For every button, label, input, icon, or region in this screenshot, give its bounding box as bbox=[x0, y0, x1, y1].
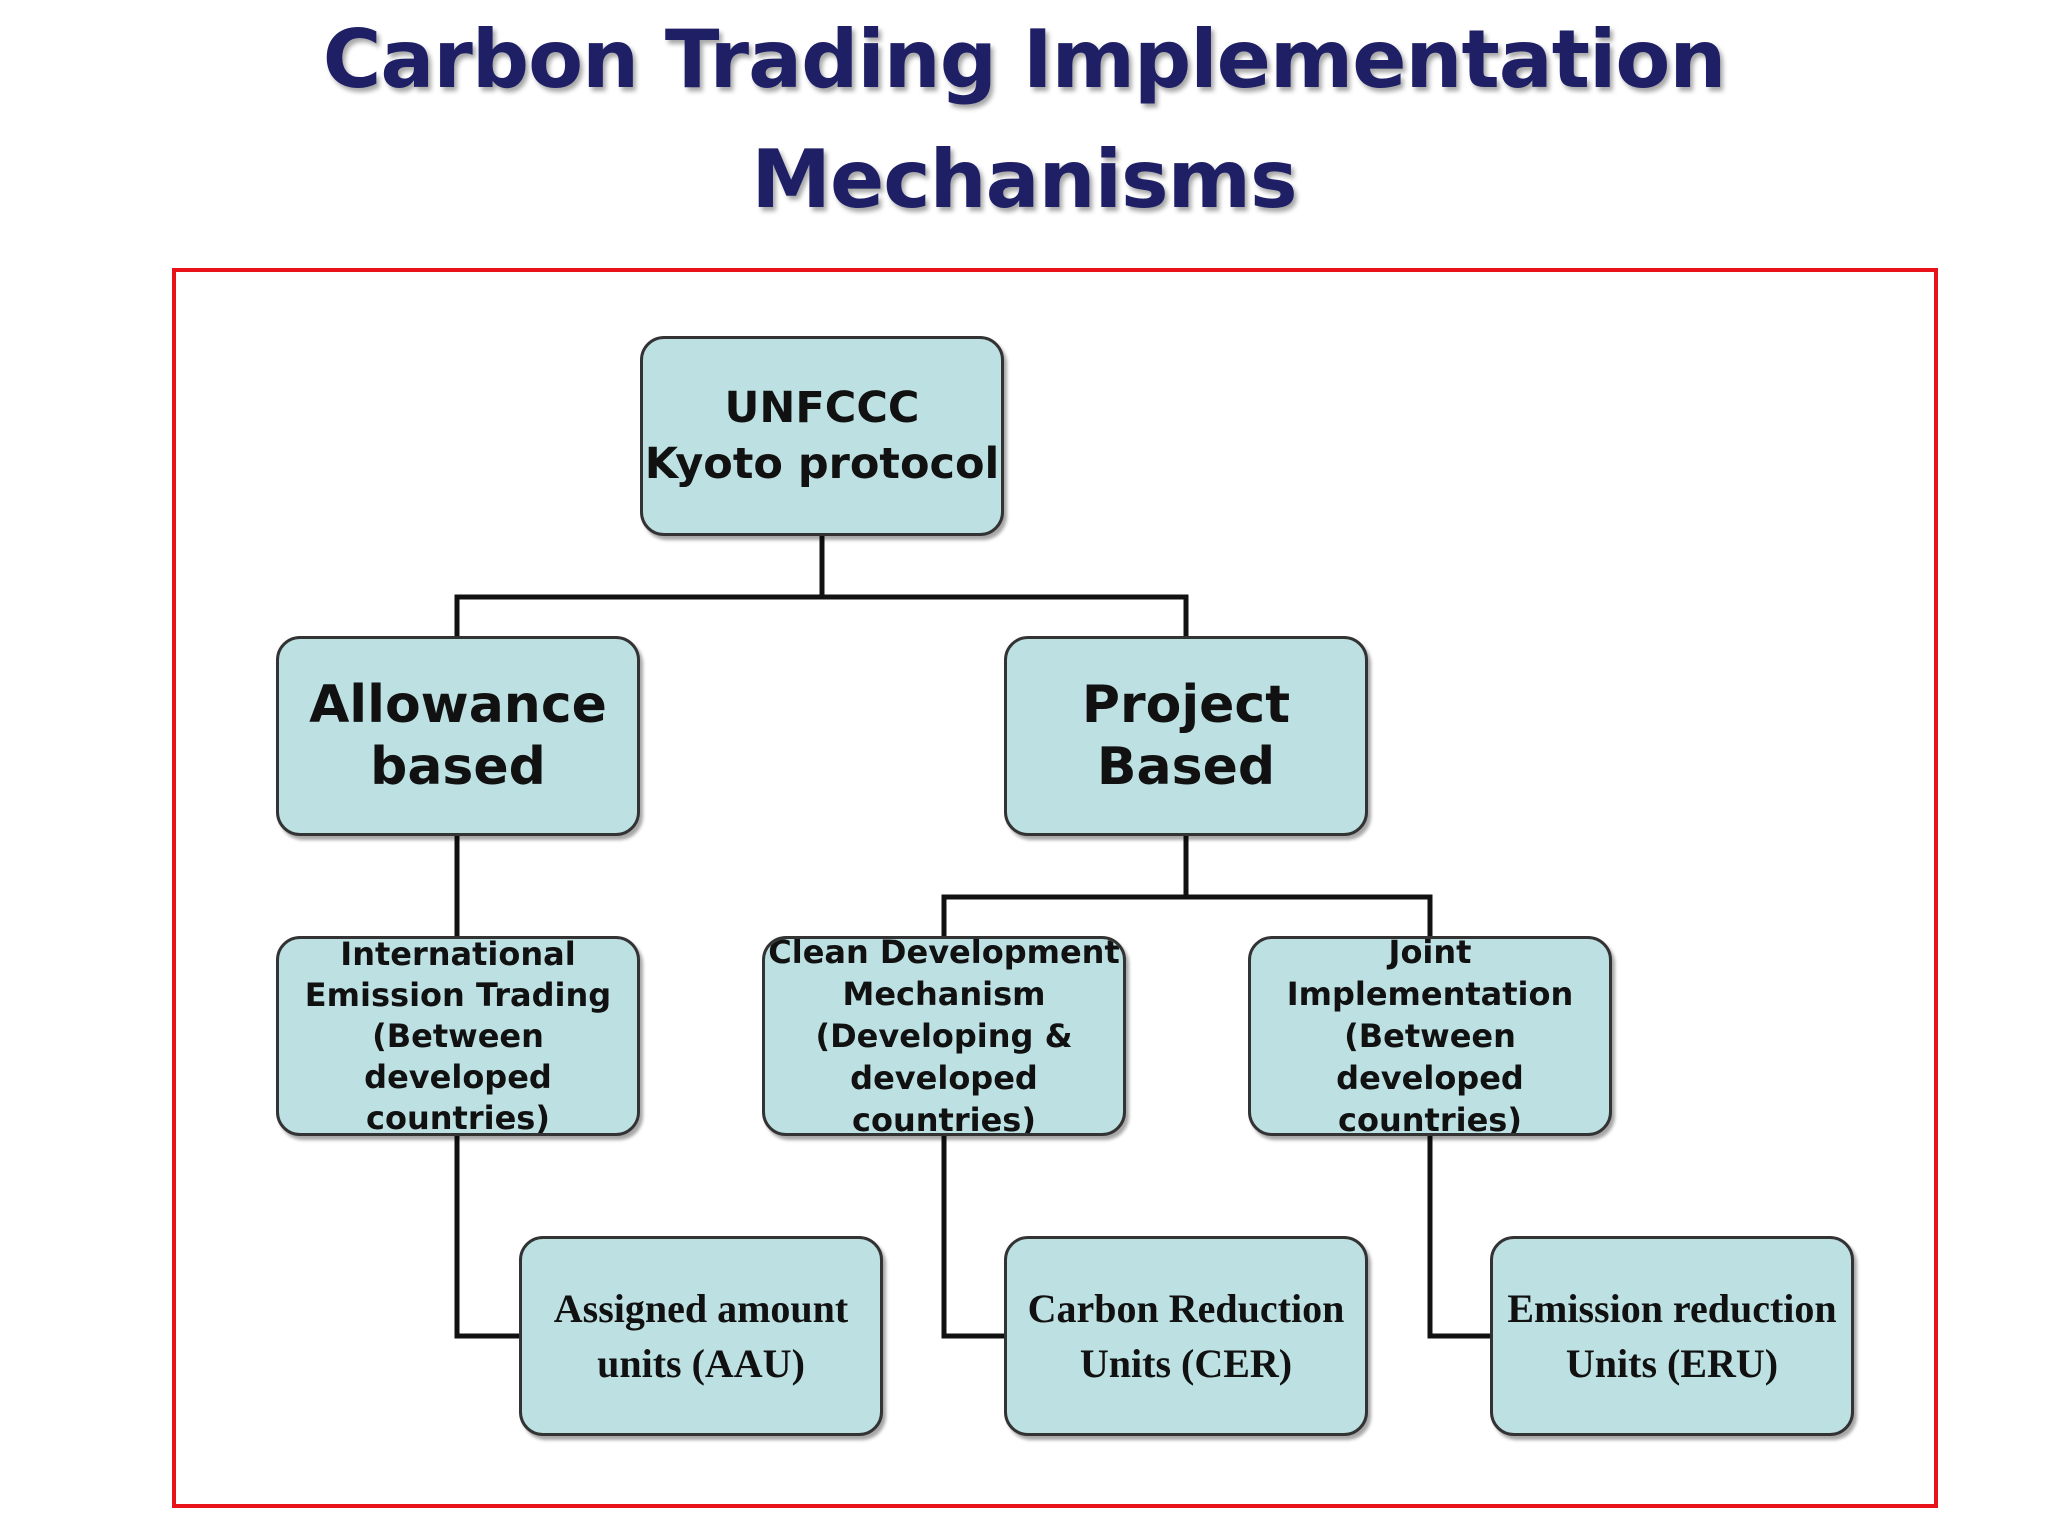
edge-cdm-to-cer bbox=[941, 1136, 1004, 1339]
node-label: UNFCCC Kyoto protocol bbox=[644, 383, 1000, 489]
edge-iet-to-aau bbox=[454, 1136, 519, 1339]
page-title: Carbon Trading Implementation Mechanisms bbox=[322, 13, 1727, 226]
diagram-frame bbox=[172, 268, 1938, 1508]
edge-project-to-children bbox=[941, 836, 1433, 936]
edge-ji-to-eru bbox=[1427, 1136, 1490, 1339]
node-label: Joint Implementation (Between developed … bbox=[1286, 936, 1574, 1136]
node-project-based: Project Based bbox=[1004, 636, 1368, 836]
node-unfccc-kyoto-protocol: UNFCCC Kyoto protocol bbox=[640, 336, 1004, 536]
node-label: Emission reduction Units (ERU) bbox=[1507, 1286, 1837, 1386]
node-allowance-based: Allowance based bbox=[276, 636, 640, 836]
node-clean-development-mechanism: Clean Development Mechanism (Developing … bbox=[762, 936, 1126, 1136]
node-international-emission-trading: International Emission Trading (Between … bbox=[276, 936, 640, 1136]
node-label: Assigned amount units (AAU) bbox=[553, 1286, 849, 1386]
node-label: Clean Development Mechanism (Developing … bbox=[768, 936, 1120, 1136]
node-assigned-amount-units: Assigned amount units (AAU) bbox=[519, 1236, 883, 1436]
node-label: Carbon Reduction Units (CER) bbox=[1027, 1286, 1345, 1386]
node-label: Project Based bbox=[1081, 675, 1291, 797]
edge-root-to-branches bbox=[454, 536, 1189, 636]
node-label: Allowance based bbox=[309, 675, 607, 797]
node-emission-reduction-units: Emission reduction Units (ERU) bbox=[1490, 1236, 1854, 1436]
node-label: International Emission Trading (Between … bbox=[304, 936, 612, 1136]
node-carbon-reduction-units: Carbon Reduction Units (CER) bbox=[1004, 1236, 1368, 1436]
node-joint-implementation: Joint Implementation (Between developed … bbox=[1248, 936, 1612, 1136]
